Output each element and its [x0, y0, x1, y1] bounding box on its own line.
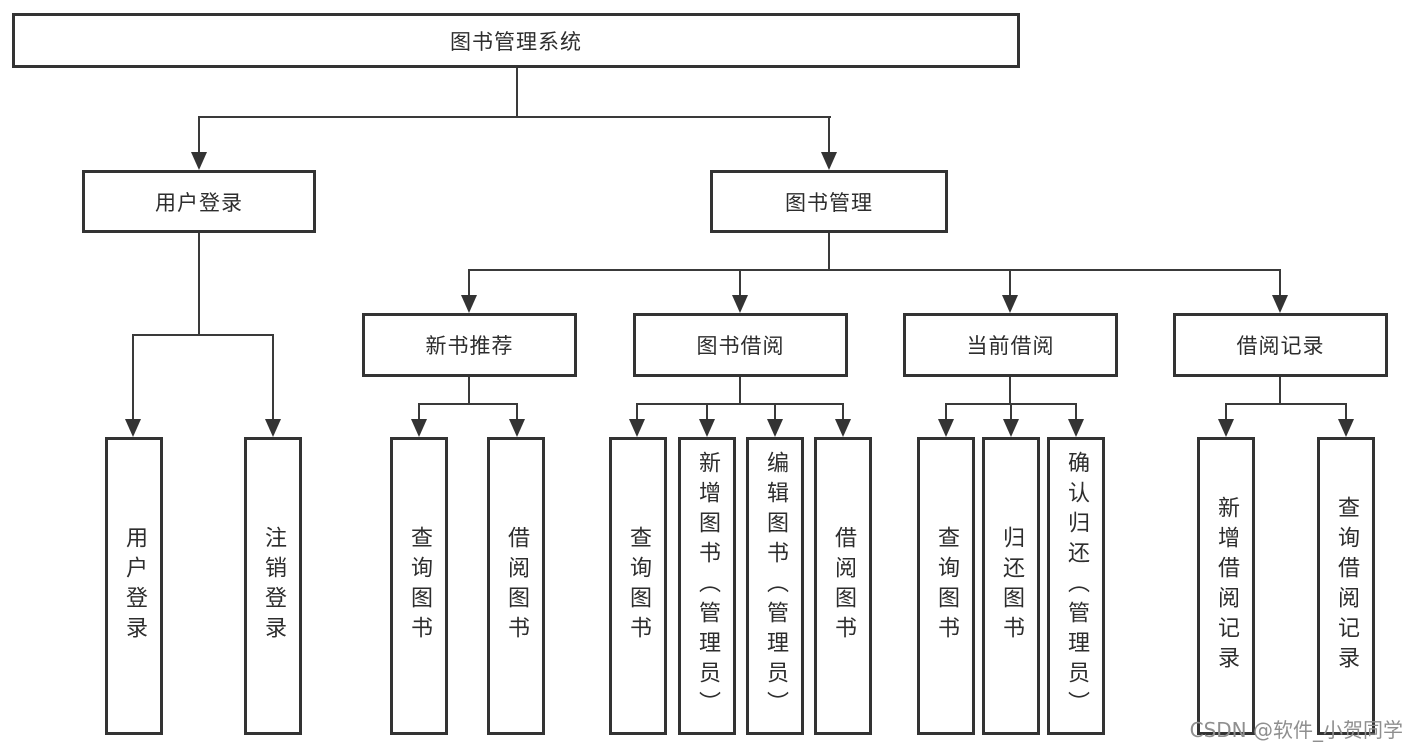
leaf-confirm-return-admin-label: 确认归还（管理员） — [1064, 451, 1089, 721]
connector-drop-br-query — [1345, 403, 1347, 419]
arrowhead-book-borrowing — [732, 295, 748, 313]
leaf-user-login-label: 用户登录 — [122, 526, 147, 646]
connector-drop-user-login — [198, 116, 200, 152]
node-book-management: 图书管理 — [710, 170, 948, 233]
connector-book-borrowing-bus — [636, 403, 844, 405]
arrowhead-bb-edit — [767, 419, 783, 437]
connector-drop-nb-borrow — [516, 403, 518, 419]
arrowhead-br-add — [1218, 419, 1234, 437]
arrowhead-book-management — [821, 152, 837, 170]
leaf-query-books-current: 查询图书 — [917, 437, 975, 735]
connector-drop-cb-query — [945, 403, 947, 419]
connector-drop-bb-edit — [774, 403, 776, 419]
arrowhead-leaf-user-login — [125, 419, 141, 437]
leaf-confirm-return-admin: 确认归还（管理员） — [1047, 437, 1105, 735]
connector-new-book-bus — [418, 403, 518, 405]
connector-drop-cb-return — [1010, 403, 1012, 419]
arrowhead-user-login — [191, 152, 207, 170]
connector-borrowing-records-stem — [1279, 377, 1281, 405]
connector-new-book-stem — [468, 377, 470, 405]
connector-drop-cb-confirm — [1075, 403, 1077, 419]
arrowhead-new-book — [461, 295, 477, 313]
connector-current-borrowing-stem — [1009, 377, 1011, 405]
connector-drop-br-add — [1225, 403, 1227, 419]
leaf-edit-books-admin-label: 编辑图书（管理员） — [763, 451, 788, 721]
arrowhead-nb-query — [411, 419, 427, 437]
leaf-borrow-books-recommend: 借阅图书 — [487, 437, 545, 735]
arrowhead-borrowing-records — [1272, 295, 1288, 313]
leaf-edit-books-admin: 编辑图书（管理员） — [746, 437, 804, 735]
node-book-borrowing-label: 图书借阅 — [696, 334, 785, 358]
connector-root-bus — [198, 116, 831, 118]
arrowhead-leaf-logout — [265, 419, 281, 437]
connector-book-management-bus — [468, 269, 1281, 271]
leaf-query-borrow-record: 查询借阅记录 — [1317, 437, 1375, 735]
arrowhead-cb-return — [1003, 419, 1019, 437]
connector-drop-bb-borrow — [842, 403, 844, 419]
connector-book-borrowing-stem — [739, 377, 741, 405]
node-book-management-label: 图书管理 — [785, 190, 873, 215]
leaf-logout-label: 注销登录 — [261, 526, 286, 646]
node-borrowing-records-label: 借阅记录 — [1236, 334, 1325, 358]
connector-root-stem — [516, 68, 518, 118]
leaf-query-books-borrowing-label: 查询图书 — [626, 526, 651, 646]
node-new-book-recommendation-label: 新书推荐 — [425, 334, 514, 358]
connector-book-management-stem — [828, 233, 830, 271]
leaf-borrow-books: 借阅图书 — [814, 437, 872, 735]
arrowhead-cb-confirm — [1068, 419, 1084, 437]
leaf-user-login: 用户登录 — [105, 437, 163, 735]
arrowhead-bb-query — [629, 419, 645, 437]
node-book-system-label: 图书管理系统 — [450, 29, 582, 54]
connector-drop-bb-query — [636, 403, 638, 419]
arrowhead-cb-query — [938, 419, 954, 437]
leaf-add-borrow-record: 新增借阅记录 — [1197, 437, 1255, 735]
connector-drop-new-book — [468, 269, 470, 295]
arrowhead-br-query — [1338, 419, 1354, 437]
connector-drop-book-management — [828, 116, 830, 152]
leaf-add-books-admin: 新增图书（管理员） — [678, 437, 736, 735]
arrowhead-bb-borrow — [835, 419, 851, 437]
leaf-borrow-books-recommend-label: 借阅图书 — [504, 526, 529, 646]
node-current-borrowing-label: 当前借阅 — [966, 334, 1055, 358]
leaf-return-books-label: 归还图书 — [999, 526, 1024, 646]
leaf-query-books-current-label: 查询图书 — [934, 526, 959, 646]
leaf-query-books-borrowing: 查询图书 — [609, 437, 667, 735]
node-book-borrowing: 图书借阅 — [633, 313, 848, 377]
connector-drop-leaf-logout — [272, 334, 274, 419]
node-user-login-label: 用户登录 — [155, 190, 243, 215]
leaf-borrow-books-label: 借阅图书 — [831, 526, 856, 646]
arrowhead-bb-add — [699, 419, 715, 437]
connector-drop-nb-query — [418, 403, 420, 419]
connector-borrowing-records-bus — [1225, 403, 1347, 405]
leaf-query-books-recommend: 查询图书 — [390, 437, 448, 735]
leaf-add-books-admin-label: 新增图书（管理员） — [695, 451, 720, 721]
arrowhead-current-borrowing — [1002, 295, 1018, 313]
leaf-logout: 注销登录 — [244, 437, 302, 735]
connector-drop-bb-add — [706, 403, 708, 419]
leaf-return-books: 归还图书 — [982, 437, 1040, 735]
node-borrowing-records: 借阅记录 — [1173, 313, 1388, 377]
connector-drop-current-borrowing — [1009, 269, 1011, 295]
node-book-system: 图书管理系统 — [12, 13, 1020, 68]
leaf-query-books-recommend-label: 查询图书 — [407, 526, 432, 646]
arrowhead-nb-borrow — [509, 419, 525, 437]
connector-drop-borrowing-records — [1279, 269, 1281, 295]
connector-drop-leaf-user-login — [132, 334, 134, 419]
node-user-login: 用户登录 — [82, 170, 316, 233]
node-current-borrowing: 当前借阅 — [903, 313, 1118, 377]
csdn-watermark: CSDN @软件_小贺同学 — [1189, 718, 1403, 742]
leaf-query-borrow-record-label: 查询借阅记录 — [1334, 496, 1359, 676]
leaf-add-borrow-record-label: 新增借阅记录 — [1214, 496, 1239, 676]
connector-user-login-stem — [198, 233, 200, 336]
node-new-book-recommendation: 新书推荐 — [362, 313, 577, 377]
connector-user-login-bus — [132, 334, 274, 336]
connector-drop-book-borrowing — [739, 269, 741, 295]
